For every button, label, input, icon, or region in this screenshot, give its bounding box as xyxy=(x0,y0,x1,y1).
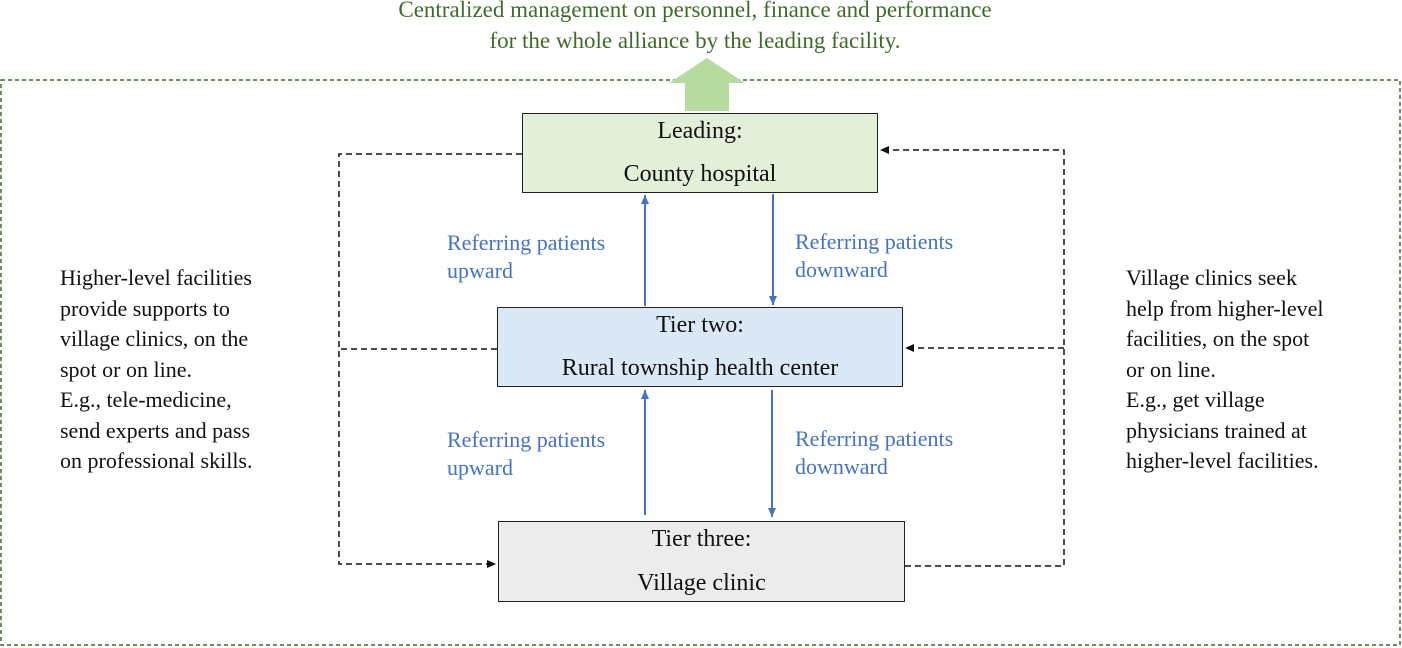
referral-label-line: upward xyxy=(447,455,513,480)
left-note-line: provide supports to xyxy=(60,295,230,321)
management-caption-line: Centralized management on personnel, fin… xyxy=(398,0,992,22)
left-note-line: send experts and pass xyxy=(60,417,251,443)
support-dashed-line-left xyxy=(338,153,522,568)
referral-label-line: downward xyxy=(795,454,888,479)
leading-node-tier-label: Leading: xyxy=(657,118,743,144)
right-note-line: physicians trained at xyxy=(1126,417,1307,443)
tier-two-node-tier-label: Tier two: xyxy=(656,312,744,338)
right-note-line: E.g., get village xyxy=(1126,387,1265,412)
tier-three-node-name: Village clinic xyxy=(637,570,766,596)
referral-label-line: downward xyxy=(795,257,888,282)
referral-label-line: upward xyxy=(447,258,513,283)
left-note-line: on professional skills. xyxy=(60,448,253,473)
right-note-line: or on line. xyxy=(1126,356,1216,382)
right-note-line: facilities, on the spot xyxy=(1126,326,1310,351)
management-up-arrow xyxy=(669,58,745,111)
management-caption-line: for the whole alliance by the leading fa… xyxy=(489,28,901,53)
right-note-line: Village clinics seek xyxy=(1126,265,1297,290)
right-note-line: help from higher-level xyxy=(1126,295,1324,321)
right-help-note: Village clinics seek help from higher-le… xyxy=(1126,263,1323,477)
referral-label-upper-up: Referring patients upward xyxy=(447,229,605,285)
help-dashed-line-right xyxy=(880,146,1065,567)
referral-label-lower-up: Referring patients upward xyxy=(447,426,605,482)
referral-label-line: Referring patients xyxy=(447,230,606,255)
tier-two-node-name: Rural township health center xyxy=(561,355,839,381)
referral-label-line: Referring patients xyxy=(795,229,954,254)
referral-label-line: Referring patients xyxy=(447,427,606,452)
left-note-line: Higher-level facilities xyxy=(60,265,252,290)
left-note-line: village clinics, on the xyxy=(60,326,249,351)
tier-two-node-township-center: Tier two: Rural township health center xyxy=(497,307,903,387)
tier-three-node-village-clinic: Tier three: Village clinic xyxy=(498,521,905,602)
left-note-line: spot or on line. xyxy=(60,356,192,382)
leading-node-name: County hospital xyxy=(623,161,777,187)
left-support-note: Higher-level facilities provide supports… xyxy=(60,263,253,477)
management-caption: Centralized management on personnel, fin… xyxy=(300,0,1090,56)
referral-label-upper-down: Referring patients downward xyxy=(795,228,953,284)
tier-three-node-tier-label: Tier three: xyxy=(651,526,752,552)
left-note-line: E.g., tele-medicine, xyxy=(60,387,232,412)
alliance-frame xyxy=(0,79,1401,646)
right-note-line: higher-level facilities. xyxy=(1126,448,1319,473)
referral-label-line: Referring patients xyxy=(795,426,954,451)
leading-node-county-hospital: Leading: County hospital xyxy=(522,113,878,193)
referral-label-lower-down: Referring patients downward xyxy=(795,425,953,481)
